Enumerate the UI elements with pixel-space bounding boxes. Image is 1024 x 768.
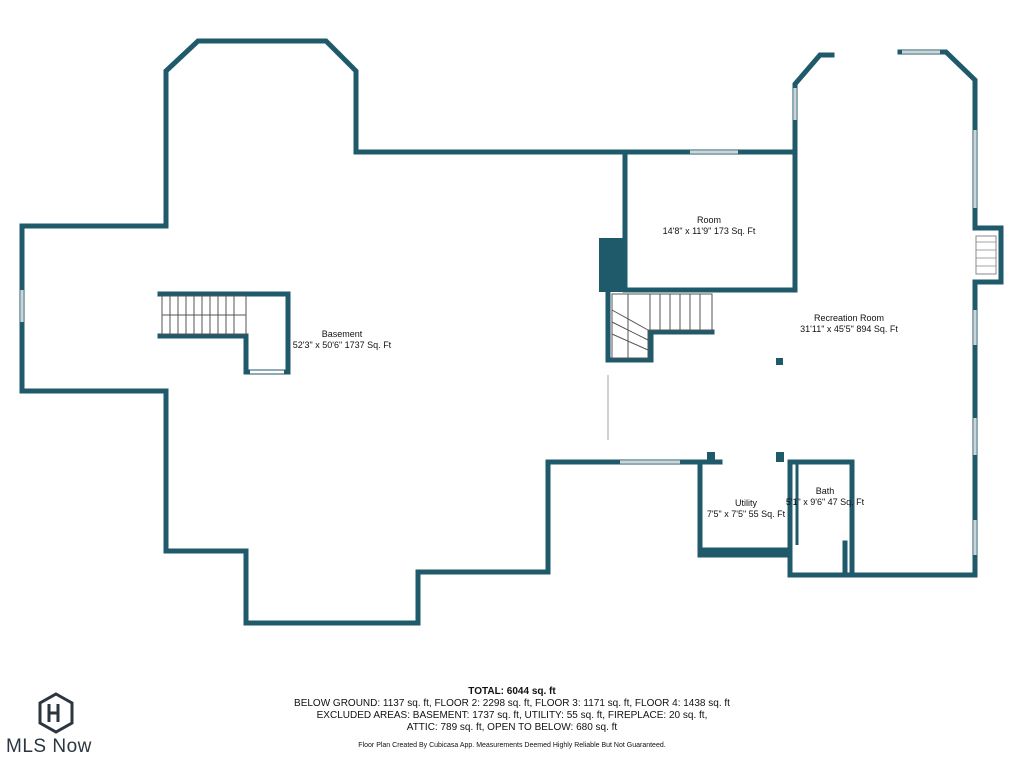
room-wall [622,149,798,293]
logo-wordmark: MLS Now [6,736,92,757]
summary-line-1: BELOW GROUND: 1137 sq. ft, FLOOR 2: 2298… [294,698,730,709]
fireplace-icon [975,235,997,275]
area-summary: TOTAL: 6044 sq. ft BELOW GROUND: 1137 sq… [180,686,844,734]
column-block [599,238,625,292]
disclaimer: Floor Plan Created By Cubicasa App. Meas… [358,742,666,749]
stair-wall [605,287,715,363]
total-area: TOTAL: 6044 sq. ft [468,686,556,697]
stair-enclosure-wall [157,291,291,375]
stair-right-icon [611,293,713,359]
exterior-wall [19,38,1004,626]
mls-now-logo-icon [38,692,74,734]
summary-line-2: EXCLUDED AREAS: BASEMENT: 1737 sq. ft, U… [316,710,708,721]
mls-now-logo: MLS Now [6,692,106,762]
stair-left-icon [161,295,247,335]
summary-line-3: ATTIC: 789 sq. ft, OPEN TO BELOW: 680 sq… [406,722,618,733]
